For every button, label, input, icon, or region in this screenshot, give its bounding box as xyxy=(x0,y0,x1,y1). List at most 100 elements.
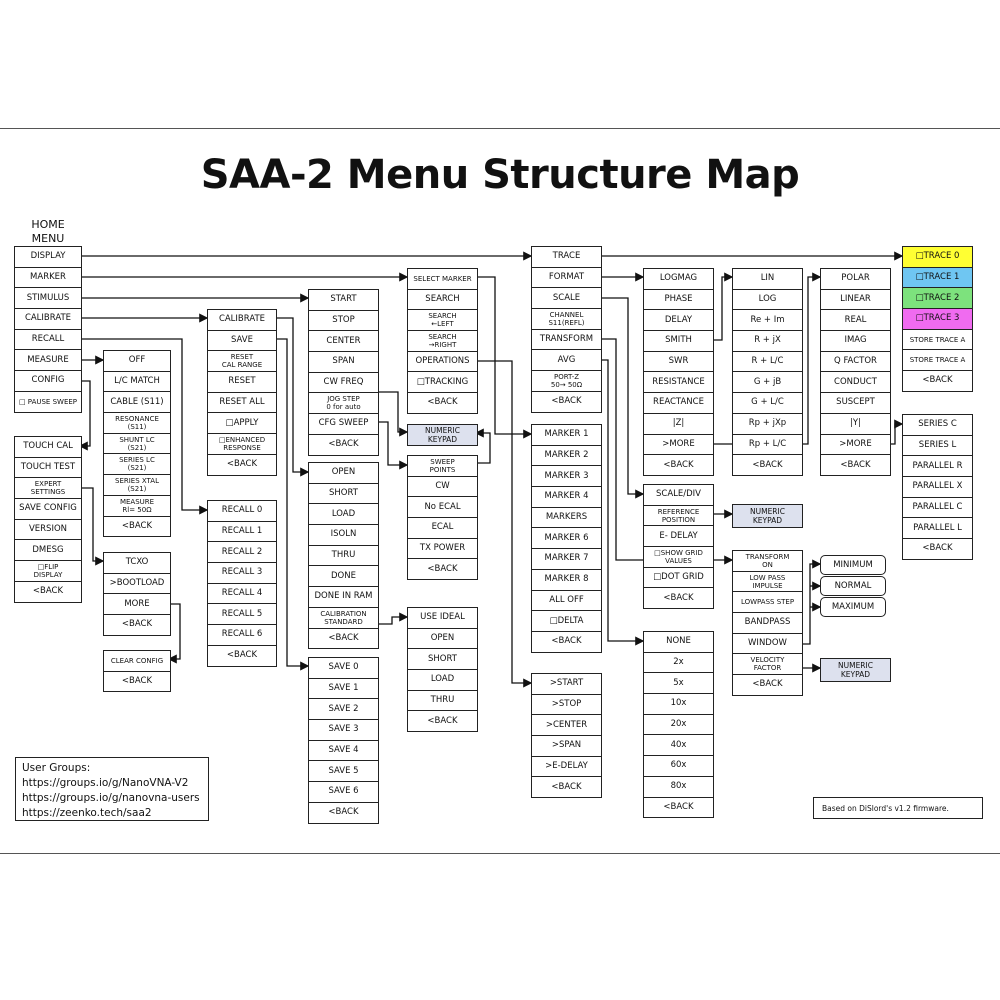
menu-item[interactable]: REFERENCE POSITION xyxy=(644,506,713,527)
menu-item[interactable]: SERIES C xyxy=(903,415,972,436)
menu-item[interactable]: WINDOW xyxy=(733,634,802,655)
menu-item[interactable]: LOWPASS STEP xyxy=(733,592,802,614)
menu-item[interactable]: <BACK xyxy=(408,559,477,581)
menu-item[interactable]: >MORE xyxy=(821,435,890,456)
menu-item[interactable]: <BACK xyxy=(733,675,802,696)
menu-item[interactable]: SHORT xyxy=(309,484,378,505)
menu-item[interactable]: CALIBRATE xyxy=(208,310,276,331)
menu-item[interactable]: □APPLY xyxy=(208,413,276,435)
menu-item[interactable]: MARKER 2 xyxy=(532,446,601,467)
menu-item[interactable]: E- DELAY xyxy=(644,526,713,548)
menu-item[interactable]: DISPLAY xyxy=(15,247,81,268)
menu-item[interactable]: SHORT xyxy=(408,649,477,671)
menu-item[interactable]: SAVE 0 xyxy=(309,658,378,679)
menu-item[interactable]: CW FREQ xyxy=(309,373,378,394)
user-group-link[interactable]: https://groups.io/g/nanovna-users xyxy=(22,792,200,804)
menu-item[interactable]: MARKERS xyxy=(532,508,601,529)
menu-item[interactable]: RESET ALL xyxy=(208,393,276,414)
window-option[interactable]: NORMAL xyxy=(820,576,886,596)
menu-item[interactable]: LOG xyxy=(733,290,802,311)
menu-item[interactable]: TOUCH CAL xyxy=(15,437,81,458)
menu-item[interactable]: SAVE 5 xyxy=(309,761,378,783)
menu-item[interactable]: SMITH xyxy=(644,331,713,352)
menu-item[interactable]: STIMULUS xyxy=(15,288,81,310)
menu-item[interactable]: ISOLN xyxy=(309,525,378,546)
menu-item[interactable]: R + jX xyxy=(733,331,802,352)
menu-item[interactable]: RESISTANCE xyxy=(644,372,713,394)
menu-item[interactable]: LOW PASS IMPULSE xyxy=(733,572,802,593)
menu-item[interactable]: CHANNEL S11(REFL) xyxy=(532,309,601,330)
menu-item[interactable]: G + L/C xyxy=(733,393,802,414)
menu-item[interactable]: L/C MATCH xyxy=(104,372,170,393)
menu-item[interactable]: SAVE CONFIG xyxy=(15,499,81,520)
menu-item[interactable]: STORE TRACE A xyxy=(903,330,972,351)
menu-item[interactable]: PORT-Z 50→ 50Ω xyxy=(532,371,601,392)
menu-item[interactable]: <BACK xyxy=(408,711,477,733)
menu-item[interactable]: RESET xyxy=(208,372,276,393)
menu-item[interactable]: ALL OFF xyxy=(532,591,601,612)
menu-item[interactable]: MARKER 6 xyxy=(532,528,601,550)
menu-item[interactable]: OPERATIONS xyxy=(408,352,477,373)
menu-item[interactable]: NONE xyxy=(644,632,713,653)
menu-item[interactable]: CONFIG xyxy=(15,371,81,392)
menu-item[interactable]: <BACK xyxy=(532,777,601,799)
menu-item[interactable]: FORMAT xyxy=(532,268,601,289)
menu-item[interactable]: Rp + jXp xyxy=(733,414,802,435)
menu-item[interactable]: MARKER 7 xyxy=(532,549,601,570)
window-option[interactable]: MAXIMUM xyxy=(820,597,886,617)
menu-item[interactable]: TRANSFORM xyxy=(532,330,601,351)
menu-item[interactable]: TRACE xyxy=(532,247,601,268)
menu-item[interactable]: RECALL xyxy=(15,330,81,351)
menu-item[interactable]: <BACK xyxy=(903,539,972,560)
menu-item[interactable]: MARKER 1 xyxy=(532,425,601,446)
menu-item[interactable]: <BACK xyxy=(309,803,378,824)
menu-item[interactable]: MARKER 3 xyxy=(532,466,601,488)
menu-item[interactable]: MARKER 8 xyxy=(532,570,601,591)
menu-item[interactable]: THRU xyxy=(408,691,477,712)
menu-item[interactable]: SAVE xyxy=(208,331,276,352)
menu-item[interactable]: STORE TRACE A xyxy=(903,350,972,372)
menu-item[interactable]: >E-DELAY xyxy=(532,757,601,778)
menu-item[interactable]: RECALL 0 xyxy=(208,501,276,522)
menu-item[interactable]: PARALLEL C xyxy=(903,498,972,519)
menu-item[interactable]: OFF xyxy=(104,351,170,372)
menu-item[interactable]: MEASURE xyxy=(15,350,81,372)
menu-item[interactable]: □FLIP DISPLAY xyxy=(15,561,81,582)
menu-item[interactable]: <BACK xyxy=(104,672,170,693)
menu-item[interactable]: REAL xyxy=(821,310,890,332)
menu-item[interactable]: REACTANCE xyxy=(644,393,713,414)
menu-item[interactable]: SHUNT LC (S21) xyxy=(104,434,170,455)
menu-item[interactable]: AVG xyxy=(532,350,601,372)
menu-item[interactable]: SAVE 2 xyxy=(309,699,378,721)
menu-item[interactable]: MEASURE Rl= 50Ω xyxy=(104,496,170,517)
menu-item[interactable]: SERIES LC (S21) xyxy=(104,454,170,476)
menu-item[interactable]: SEARCH ←LEFT xyxy=(408,310,477,332)
menu-item[interactable]: □ENHANCED RESPONSE xyxy=(208,434,276,455)
user-group-link[interactable]: https://zeenko.tech/saa2 xyxy=(22,807,152,819)
menu-item[interactable]: PARALLEL L xyxy=(903,518,972,540)
menu-item[interactable]: 10x xyxy=(644,694,713,715)
menu-item[interactable]: LINEAR xyxy=(821,290,890,311)
menu-item[interactable]: CALIBRATE xyxy=(15,309,81,330)
menu-item[interactable]: MARKER xyxy=(15,268,81,289)
keypad-scale[interactable]: NUMERIC KEYPAD xyxy=(732,504,803,528)
menu-item[interactable]: VERSION xyxy=(15,520,81,541)
menu-item[interactable]: ECAL xyxy=(408,518,477,539)
menu-item[interactable]: <BACK xyxy=(532,392,601,413)
menu-item[interactable]: SAVE 4 xyxy=(309,741,378,762)
menu-item[interactable]: IMAG xyxy=(821,331,890,352)
menu-item[interactable]: CALIBRATION STANDARD xyxy=(309,608,378,629)
menu-item[interactable]: PARALLEL X xyxy=(903,477,972,498)
menu-item[interactable]: TX POWER xyxy=(408,539,477,560)
menu-item[interactable]: TOUCH TEST xyxy=(15,458,81,479)
menu-item[interactable]: SELECT MARKER xyxy=(408,269,477,290)
menu-item[interactable]: 40x xyxy=(644,735,713,757)
menu-item[interactable]: Re + Im xyxy=(733,310,802,332)
menu-item[interactable]: <BACK xyxy=(644,588,713,610)
menu-item[interactable]: <BACK xyxy=(644,455,713,476)
menu-item[interactable]: USE IDEAL xyxy=(408,608,477,629)
window-option[interactable]: MINIMUM xyxy=(820,555,886,575)
menu-item[interactable]: STOP xyxy=(309,311,378,332)
menu-item[interactable]: 2x xyxy=(644,653,713,674)
menu-item[interactable]: CENTER xyxy=(309,331,378,353)
